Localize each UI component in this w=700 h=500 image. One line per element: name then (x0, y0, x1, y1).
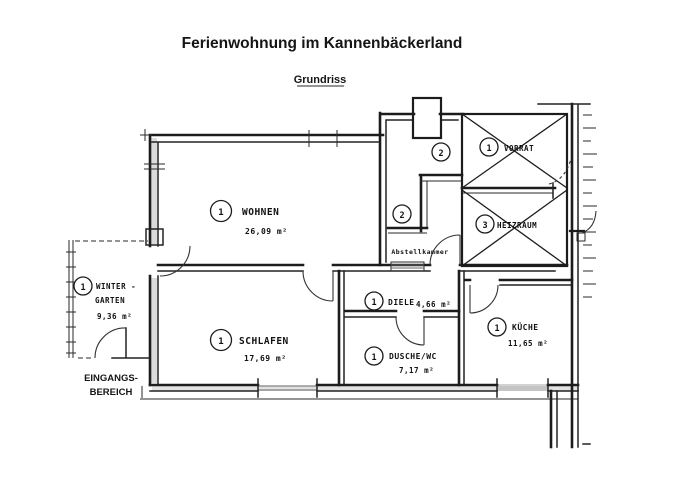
room-label-line1: WINTER - (96, 282, 136, 291)
eingangsbereich-label: EINGANGS- BEREICH (84, 373, 138, 398)
heizraum-cross (461, 189, 568, 267)
room-number-badge (209, 199, 233, 223)
room-number-badge (475, 214, 495, 234)
room-label: SCHLAFEN (239, 336, 289, 347)
wall-column (145, 228, 164, 246)
wintergarten-structure (66, 240, 151, 359)
dusche-door-swing-arc (395, 316, 425, 346)
label-line2: BEREICH (90, 387, 133, 398)
room-number-badge (364, 291, 384, 311)
room-number: 2 (399, 211, 404, 221)
door-swings (94, 158, 597, 359)
room-wintergarten: 1 WINTER - GARTEN 9,36 m² (73, 276, 136, 321)
room-number-badge (364, 346, 384, 366)
duct-bump (411, 96, 443, 140)
room-abstellkammer: Abstellkammer (391, 248, 448, 256)
page-title: Ferienwohnung im Kannenbäckerland (182, 35, 463, 52)
entrance-door-swing-arc (94, 327, 127, 359)
scan-shading (151, 138, 578, 391)
room-label-line2: GARTEN (95, 296, 125, 305)
flur-upper: 2 (431, 142, 451, 162)
abstellkammer-door-swing-arc (429, 234, 461, 266)
window-symbols (257, 378, 549, 398)
schlafen-door-swing-arc (302, 270, 334, 302)
adjacent-building-hatch (583, 114, 597, 298)
exterior-walls (140, 96, 591, 449)
room-area: 4,66 m² (416, 300, 451, 309)
storage-boxes (460, 112, 569, 268)
room-area: 17,69 m² (244, 354, 287, 363)
room-heizraum: 3 HEIZRAUM (475, 214, 537, 234)
room-kueche: 1 KÜCHE 11,65 m² (487, 317, 548, 348)
room-dusche-wc: 1 DUSCHE/WC 7,17 m² (364, 346, 437, 375)
room-wohnen: 1 WOHNEN 26,09 m² (209, 199, 288, 236)
room-number-badge (392, 204, 412, 224)
vorrat-cross (461, 113, 568, 189)
room-diele: 1 DIELE 4,66 m² (364, 291, 451, 311)
room-schlafen: 1 SCHLAFEN 17,69 m² (209, 328, 289, 363)
room-area: 7,17 m² (399, 366, 434, 375)
room-number: 1 (218, 337, 223, 347)
room-label: HEIZRAUM (497, 221, 537, 230)
heizraum-door-swing-arc (581, 210, 597, 234)
room-label: DIELE (388, 298, 415, 307)
plan-subtitle: Grundriss (294, 74, 347, 86)
threshold-hatch (390, 261, 425, 272)
label-line1: EINGANGS- (84, 373, 138, 384)
room-label: DUSCHE/WC (389, 352, 437, 361)
room-number: 1 (371, 353, 376, 363)
room-number: 1 (218, 208, 223, 218)
room-area: 11,65 m² (508, 339, 548, 348)
room-number-badge (487, 317, 507, 337)
room-number: 1 (80, 283, 85, 293)
room-number: 2 (438, 149, 443, 159)
room-label: WOHNEN (242, 207, 279, 218)
room-number: 3 (482, 221, 487, 231)
room-number: 1 (494, 324, 499, 334)
room-vorrat: 1 VORRAT (479, 137, 534, 157)
room-area: 26,09 m² (245, 227, 288, 236)
room-number: 1 (486, 144, 491, 154)
wohnen-door-swing-arc (159, 245, 191, 277)
kueche-door-swing-arc (469, 284, 499, 314)
room-label: Abstellkammer (391, 248, 448, 256)
vorrat-door-swing-arc (548, 158, 572, 185)
room-area: 9,36 m² (97, 312, 132, 321)
room-number: 1 (371, 298, 376, 308)
room-number-badge (431, 142, 451, 162)
room-label: KÜCHE (512, 322, 539, 332)
room-number-badge (479, 137, 499, 157)
room-number-badge (209, 328, 233, 352)
room-label: VORRAT (504, 144, 534, 153)
flur-lower: 2 (392, 204, 412, 224)
room-number-badge (73, 276, 93, 296)
